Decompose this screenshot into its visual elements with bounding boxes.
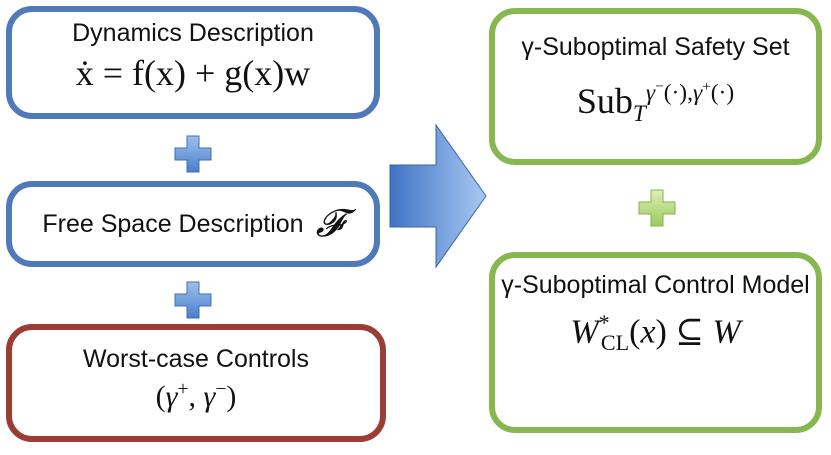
dynamics-equation: ẋ = f(x) + g(x)w xyxy=(75,53,311,93)
safety-set-title: γ-Suboptimal Safety Set xyxy=(521,33,790,61)
worst-case-expression: (γ+, γ−) xyxy=(155,379,237,413)
free-space-symbol: 𝓕 xyxy=(315,201,344,246)
free-space-title: Free Space Description xyxy=(42,210,304,238)
control-model-expression: W*CL(x) ⊆ W xyxy=(570,310,741,356)
worst-case-title: Worst-case Controls xyxy=(83,345,309,373)
dynamics-title: Dynamics Description xyxy=(72,19,314,47)
right-arrow-icon xyxy=(389,123,487,269)
dynamics-description-box: Dynamics Description ẋ = f(x) + g(x)w xyxy=(6,6,380,119)
plus-icon xyxy=(174,281,212,319)
worst-case-controls-box: Worst-case Controls (γ+, γ−) xyxy=(6,324,386,442)
control-model-title: γ-Suboptimal Control Model xyxy=(501,271,810,299)
safety-set-box: γ-Suboptimal Safety Set SubTγ−(·),γ+(·) xyxy=(489,8,822,165)
free-space-description-box: Free Space Description 𝓕 xyxy=(6,181,380,267)
plus-icon xyxy=(174,135,212,173)
control-model-box: γ-Suboptimal Control Model W*CL(x) ⊆ W xyxy=(489,252,822,433)
plus-icon xyxy=(638,189,676,227)
safety-set-expression: SubTγ−(·),γ+(·) xyxy=(576,78,735,127)
